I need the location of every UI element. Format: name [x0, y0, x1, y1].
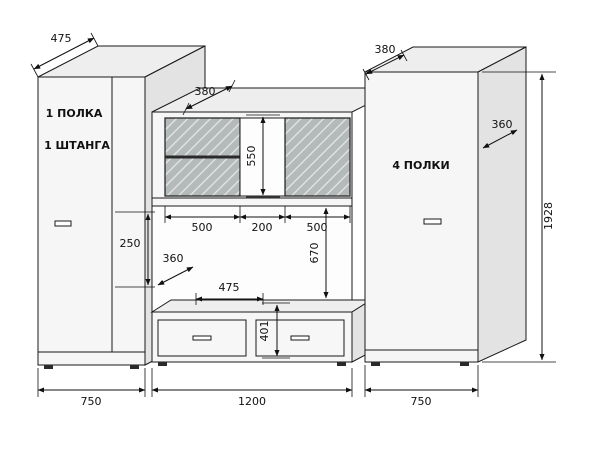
dim-tv-space-width: 475 [195, 281, 264, 305]
ext-line [30, 32, 99, 78]
drawer-right-handle [290, 335, 310, 341]
dimensions: 475 250 380 550 500 200 500 [30, 32, 556, 408]
dim-niche-height: 670 [308, 207, 329, 299]
left-wardrobe-foot [44, 365, 53, 369]
dim-label: 401 [258, 321, 271, 342]
dim-label: 360 [492, 118, 513, 131]
drawer-left-handle [192, 335, 212, 341]
dim-upper-widths: 500 200 500 [164, 206, 351, 234]
right-wardrobe-handle [423, 218, 442, 225]
dim-label: 750 [411, 395, 432, 408]
center-unit [150, 87, 401, 366]
ext-line [262, 302, 290, 359]
base-top-face [150, 299, 373, 313]
dim-label: 500 [192, 221, 213, 234]
right-wardrobe: 4 ПОЛКИ [364, 46, 527, 366]
dim-label: 550 [245, 146, 258, 167]
base-foot [337, 362, 346, 366]
dim-label: 500 [307, 221, 328, 234]
dim-niche-depth: 360 [157, 252, 194, 286]
dim-label: 750 [81, 395, 102, 408]
dim-label: 360 [163, 252, 184, 265]
ext-line [37, 365, 479, 397]
ext-line [246, 114, 280, 198]
dim-label: 200 [252, 221, 273, 234]
dim-label: 475 [51, 32, 72, 45]
dim-base-height: 401 [258, 302, 290, 359]
dim-left-inner: 250 [115, 211, 155, 288]
dim-label: 475 [219, 281, 240, 294]
ext-line [115, 211, 155, 288]
dim-label: 250 [120, 237, 141, 250]
dim-label: 380 [375, 43, 396, 56]
dim-label: 670 [308, 243, 321, 264]
base-foot [158, 362, 167, 366]
left-wardrobe-front [37, 76, 146, 366]
dim-left-top-depth: 475 [30, 32, 99, 78]
left-shelf-label: 1 ПОЛКА [46, 107, 103, 120]
dim-line [33, 37, 95, 70]
dim-total-height: 1928 [482, 71, 556, 363]
dim-center-top-depth: 380 [182, 79, 236, 116]
dim-label: 380 [195, 85, 216, 98]
tv-niche [151, 205, 353, 313]
dim-right-top-depth: 380 [362, 43, 408, 81]
right-shelves-label: 4 ПОЛКИ [392, 159, 449, 172]
dim-line [482, 129, 518, 149]
right-wardrobe-foot [460, 362, 469, 366]
dim-line [157, 266, 194, 286]
left-wardrobe-foot [130, 365, 139, 369]
right-wardrobe-front [364, 71, 479, 363]
left-wardrobe-handle [54, 220, 72, 227]
dim-label: 1928 [542, 202, 555, 230]
dim-label: 1200 [238, 395, 266, 408]
right-wardrobe-side-face [477, 46, 527, 363]
dim-bottom-widths: 750 1200 750 [37, 365, 479, 408]
ext-line [482, 71, 556, 363]
dim-upper-height: 550 [245, 114, 280, 198]
dim-line [185, 85, 233, 110]
dim-right-side-depth: 360 [482, 118, 518, 149]
left-rod-label: 1 ШТАНГА [44, 139, 110, 152]
dim-line [365, 54, 405, 75]
glass-door-right [284, 117, 351, 197]
right-wardrobe-foot [371, 362, 380, 366]
